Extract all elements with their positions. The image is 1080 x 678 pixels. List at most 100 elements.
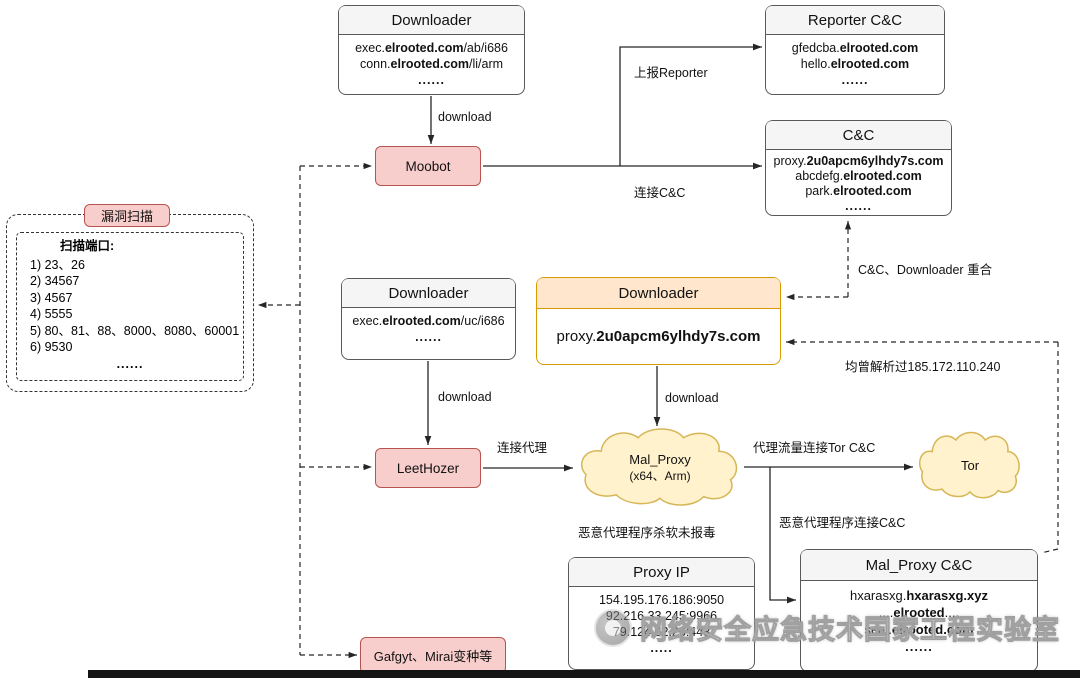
node-downloader-mid: Downloader exec.elrooted.com/uc/i686 ...… <box>341 278 516 360</box>
edge-label-connect-proxy: 连接代理 <box>497 441 548 455</box>
edge-label-overlap: C&C、Downloader 重合 <box>858 263 993 277</box>
node-title: Downloader <box>537 278 780 309</box>
node-gafgyt: Gafgyt、Mirai变种等 <box>360 637 506 674</box>
watermark-logo-icon <box>594 608 632 647</box>
tor-cloud: Tor <box>916 430 1024 502</box>
node-body: proxy.2u0apcm6ylhdy7s.com abcdefg.elroot… <box>766 150 951 218</box>
edge-label-proxy-connect-cc: 恶意代理程序连接C&C <box>779 516 906 530</box>
node-title: Reporter C&C <box>766 6 944 35</box>
ellipsis: ...... <box>116 356 144 371</box>
domain-line: ....elrooted.... <box>804 604 1034 621</box>
node-downloader-top: Downloader exec.elrooted.com/ab/i686 con… <box>338 5 525 95</box>
ellipsis: ...... <box>415 330 442 344</box>
node-title: Downloader <box>342 279 515 308</box>
domain-line: park.elrooted.com <box>768 184 949 199</box>
domain-pre: abcdefg. <box>795 169 844 183</box>
node-body: proxy.2u0apcm6ylhdy7s.com <box>537 309 780 363</box>
edge-label-connect-cc: 连接C&C <box>634 186 686 200</box>
edge-label-report-reporter: 上报Reporter <box>634 66 708 80</box>
edge-label-av-no-detect: 恶意代理程序杀软未报毒 <box>578 526 716 540</box>
dashed-resolved-down <box>1040 342 1059 554</box>
ip-line: 154.195.176.186:9050 <box>598 593 725 607</box>
domain-bold: elrooted.com <box>843 169 922 183</box>
cloud-shape-icon <box>916 430 1024 502</box>
cloud-label: Tor <box>916 430 1024 502</box>
domain-pre: .... <box>878 605 894 620</box>
bottom-bar <box>88 670 1080 678</box>
domain-pre: park. <box>805 184 834 198</box>
domain-bold: 2u0apcm6ylhdy7s.com <box>806 154 944 168</box>
scan-port: 3) 4567 <box>30 290 73 305</box>
domain-bold: elrooted.com <box>833 184 912 198</box>
domain-bold: elrooted.com <box>830 57 910 71</box>
ellipsis: ..... <box>650 641 673 655</box>
ip-line: 92.216.33.245:9966 <box>605 609 718 623</box>
cloud-shape-icon <box>576 426 744 510</box>
cloud-subtitle: (x64、Arm) <box>629 469 691 483</box>
scan-heading: 扫描端口: <box>60 239 115 253</box>
ellipsis: ...... <box>841 73 869 87</box>
domain-bold: elrooted.com <box>839 41 919 55</box>
node-reporter-cc: Reporter C&C gfedcba.elrooted.com hello.… <box>765 5 945 95</box>
node-leethozer: LeetHozer <box>375 448 481 488</box>
domain-line: hello.elrooted.com <box>769 56 941 72</box>
domain-bold: 2u0apcm6ylhdy7s.com <box>596 327 761 345</box>
edge-label-resolved: 均曾解析过185.172.110.240 <box>845 360 1001 374</box>
domain-bold: hxarasxg.xyz <box>906 588 989 603</box>
edge-label-download-proxy: download <box>665 391 719 405</box>
ellipsis: ...... <box>418 73 445 87</box>
node-body: hxarasxg.hxarasxg.xyz ....elrooted.... s… <box>801 581 1037 660</box>
tag-label: 漏洞扫描 <box>100 209 153 224</box>
node-title: Mal_Proxy C&C <box>801 550 1037 581</box>
node-label: Gafgyt、Mirai变种等 <box>373 649 493 664</box>
domain-bold: elrooted <box>893 605 945 620</box>
node-body: exec.elrooted.com/ab/i686 conn.elrooted.… <box>339 35 524 93</box>
ellipsis: ...... <box>845 199 872 213</box>
node-proxy-ip: Proxy IP 154.195.176.186:9050 92.216.33.… <box>568 557 755 670</box>
arrow-proxy-to-cc <box>769 467 796 604</box>
domain-post: .... <box>944 605 960 620</box>
arrow-report-reporter <box>619 43 762 166</box>
domain-line: exec.elrooted.com/uc/i686 <box>345 313 512 329</box>
ip-line: 79.124.62.26:443 <box>612 625 711 639</box>
watermark: 网络安全应急技术国家工程实验室 <box>594 608 1060 647</box>
domain-pre: proxy. <box>773 154 807 168</box>
edge-label-proxy-tor: 代理流量连接Tor C&C <box>753 441 876 455</box>
domain-line: abcdefg.elrooted.com <box>768 169 949 184</box>
domain-line: seal.elrooted.com <box>804 621 1034 638</box>
domain-pre: hxarasxg. <box>849 588 907 603</box>
domain-pre: proxy. <box>556 327 597 345</box>
domain-line: hxarasxg.hxarasxg.xyz <box>804 587 1034 604</box>
edge-label-download-mid: download <box>438 390 492 404</box>
node-downloader-proxy: Downloader proxy.2u0apcm6ylhdy7s.com <box>536 277 781 365</box>
node-body: 154.195.176.186:9050 92.216.33.245:9966 … <box>569 587 754 661</box>
scan-port: 2) 34567 <box>30 274 80 288</box>
node-title: Proxy IP <box>569 558 754 587</box>
domain-pre: exec. <box>355 41 385 55</box>
domain-pre: conn. <box>359 57 391 71</box>
scan-port-list: 扫描端口: 1) 23、26 2) 34567 3) 4567 4) 5555 … <box>24 238 239 372</box>
domain-post: /li/arm <box>469 57 504 71</box>
domain-line: gfedcba.elrooted.com <box>769 40 941 56</box>
domain-pre: gfedcba. <box>791 41 840 55</box>
domain-post: /ab/i686 <box>463 41 508 55</box>
domain-pre: hello. <box>800 57 831 71</box>
domain-bold: elrooted.com <box>891 622 974 637</box>
scan-port: 1) 23、26 <box>30 257 85 272</box>
ellipsis: ...... <box>905 639 933 654</box>
scan-port: 4) 5555 <box>30 307 73 321</box>
domain-bold: elrooted.com <box>382 314 461 328</box>
vuln-scan-tag: 漏洞扫描 <box>84 204 170 227</box>
domain-bold: elrooted.com <box>384 41 464 55</box>
cloud-title: Mal_Proxy <box>629 452 691 467</box>
domain-pre: seal. <box>864 622 892 637</box>
edge-label-download-top: download <box>438 110 492 124</box>
node-title: Downloader <box>339 6 524 35</box>
node-label: Moobot <box>405 158 451 174</box>
node-title: C&C <box>766 121 951 150</box>
domain-post: /uc/i686 <box>460 314 505 328</box>
node-moobot: Moobot <box>375 146 481 186</box>
malproxy-cloud: Mal_Proxy (x64、Arm) <box>576 426 744 510</box>
